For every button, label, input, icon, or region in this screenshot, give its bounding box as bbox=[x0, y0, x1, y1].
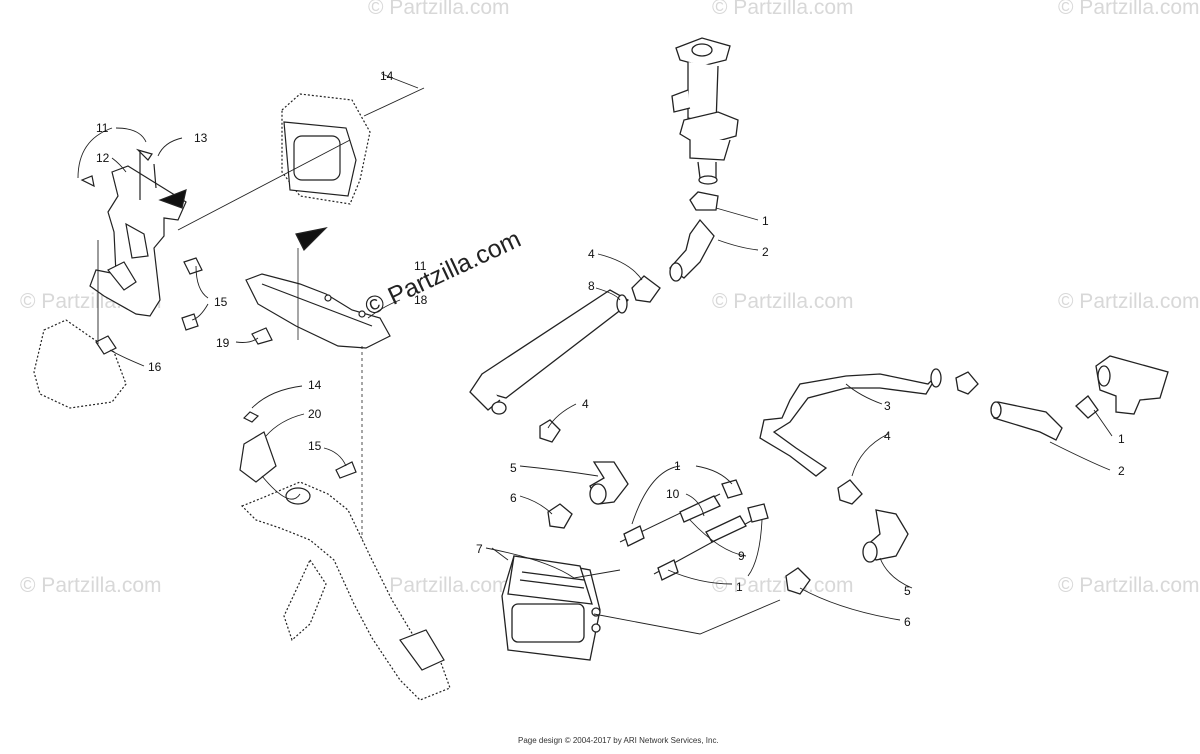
watermark: © Partzilla.com bbox=[712, 574, 854, 597]
watermark: © Partzilla.com bbox=[368, 574, 510, 597]
watermark: © Partzilla.com bbox=[712, 290, 854, 313]
callout-6: 6 bbox=[904, 615, 911, 629]
callout-15: 15 bbox=[214, 295, 228, 309]
watermark: © Partzilla.com bbox=[712, 0, 854, 19]
upper-hose-group bbox=[469, 191, 719, 529]
callout-12: 12 bbox=[96, 151, 110, 165]
left-bracket bbox=[33, 148, 203, 409]
callout-11: 11 bbox=[414, 259, 427, 273]
callout-5: 5 bbox=[904, 584, 911, 598]
oil-cooler-lower bbox=[501, 479, 769, 661]
lower-frame bbox=[239, 411, 451, 701]
callout-3: 3 bbox=[884, 399, 891, 413]
callout-4: 4 bbox=[884, 429, 891, 443]
callout-8: 8 bbox=[588, 279, 595, 293]
callout-5: 5 bbox=[510, 461, 517, 475]
watermark: © Partzilla.com bbox=[1058, 290, 1200, 313]
partzilla-watermark: © Partzilla.com bbox=[361, 225, 526, 322]
leader-lines bbox=[77, 73, 1113, 635]
callout-1: 1 bbox=[1118, 432, 1125, 446]
callout-2: 2 bbox=[762, 245, 769, 259]
callout-6: 6 bbox=[510, 491, 517, 505]
callout-4: 4 bbox=[588, 247, 595, 261]
oil-cooler-upper bbox=[281, 93, 371, 205]
callout-11: 11 bbox=[96, 121, 109, 135]
callout-13: 13 bbox=[194, 131, 208, 145]
callout-14: 14 bbox=[380, 69, 394, 83]
page-footer: Page design © 2004-2017 by ARI Network S… bbox=[518, 736, 719, 745]
callout-19: 19 bbox=[216, 336, 230, 350]
callout-1: 1 bbox=[762, 214, 769, 228]
callout-20: 20 bbox=[308, 407, 322, 421]
heat-shield bbox=[245, 227, 391, 548]
callout-14: 14 bbox=[308, 378, 322, 392]
callout-15: 15 bbox=[308, 439, 322, 453]
callout-18: 18 bbox=[414, 293, 428, 307]
callout-2: 2 bbox=[1118, 464, 1125, 478]
watermark: © Partzilla.com bbox=[368, 0, 510, 19]
watermark: © Partzilla.com bbox=[1058, 0, 1200, 19]
callout-1: 1 bbox=[736, 580, 743, 594]
right-hose-group bbox=[759, 355, 1169, 595]
callout-16: 16 bbox=[148, 360, 162, 374]
watermark: © Partzilla.com bbox=[1058, 574, 1200, 597]
callout-4: 4 bbox=[582, 397, 589, 411]
thermostat-housing bbox=[671, 37, 739, 185]
watermark-layer: © Partzilla.com © Partzilla.com © Partzi… bbox=[20, 0, 1200, 597]
callout-10: 10 bbox=[666, 487, 680, 501]
callout-7: 7 bbox=[476, 542, 483, 556]
callout-1: 1 bbox=[674, 459, 681, 473]
callout-9: 9 bbox=[738, 549, 745, 563]
callout-labels: 1 2 4 8 3 4 1 2 4 5 6 1 10 9 1 7 5 6 14 … bbox=[96, 69, 1125, 629]
watermark: © Partzilla.com bbox=[20, 574, 162, 597]
